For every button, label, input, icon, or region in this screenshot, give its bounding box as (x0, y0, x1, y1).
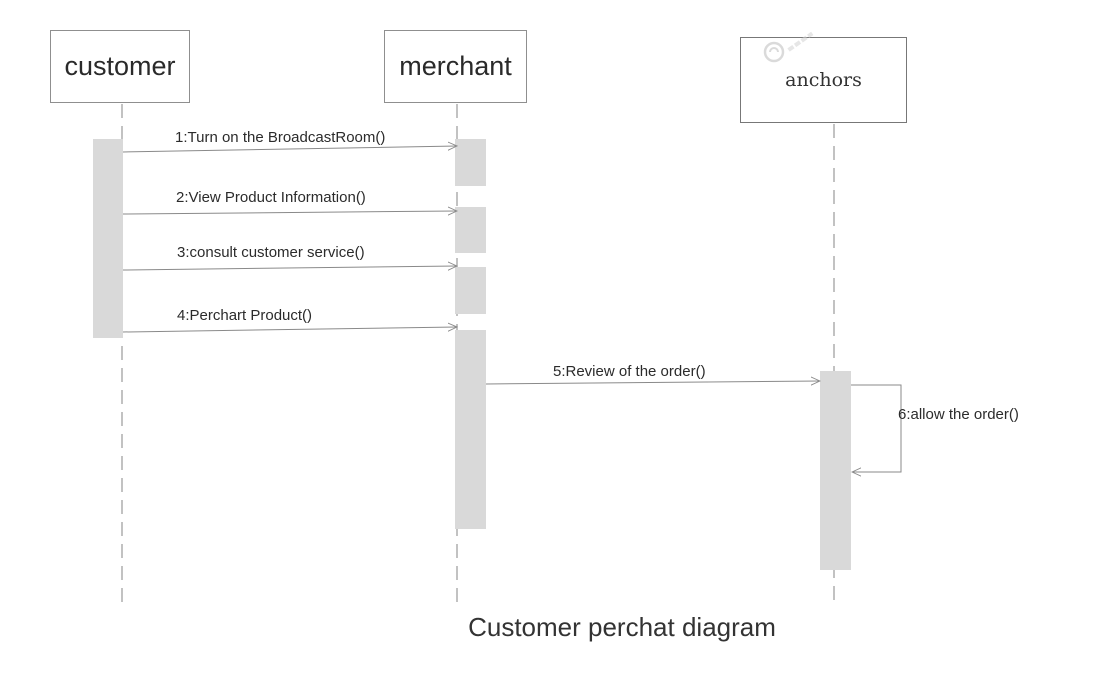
participant-merchant: merchant (384, 30, 527, 103)
message-label-1: 1:Turn on the BroadcastRoom() (175, 129, 386, 146)
participant-anchors-label: anchors (785, 69, 862, 91)
participant-customer: customer (50, 30, 190, 103)
activation-merchant-2 (455, 207, 486, 253)
message-arrow-4 (122, 327, 457, 333)
message-label-3: 3:consult customer service() (177, 244, 365, 261)
message-arrow-5 (485, 381, 820, 384)
activation-merchant-4 (455, 330, 486, 529)
message-arrow-6-self (851, 384, 902, 472)
message-arrow-3 (122, 266, 457, 270)
activation-anchors (820, 371, 851, 570)
message-label-5: 5:Review of the order() (553, 363, 706, 380)
participant-merchant-label: merchant (399, 51, 512, 81)
activation-merchant-3 (455, 267, 486, 314)
activation-merchant-1 (455, 139, 486, 186)
activation-customer (93, 139, 123, 338)
diagram-caption: Customer perchat diagram (468, 612, 776, 642)
message-label-2: 2:View Product Information() (176, 189, 366, 206)
participant-anchors: anchors (740, 37, 907, 123)
watermark-logo-icon (763, 31, 814, 63)
message-label-4: 4:Perchart Product() (177, 307, 313, 324)
participant-customer-label: customer (64, 51, 176, 81)
message-arrow-1 (122, 146, 457, 153)
message-arrow-2 (122, 211, 457, 214)
message-label-6: 6:allow the order() (898, 406, 1019, 423)
